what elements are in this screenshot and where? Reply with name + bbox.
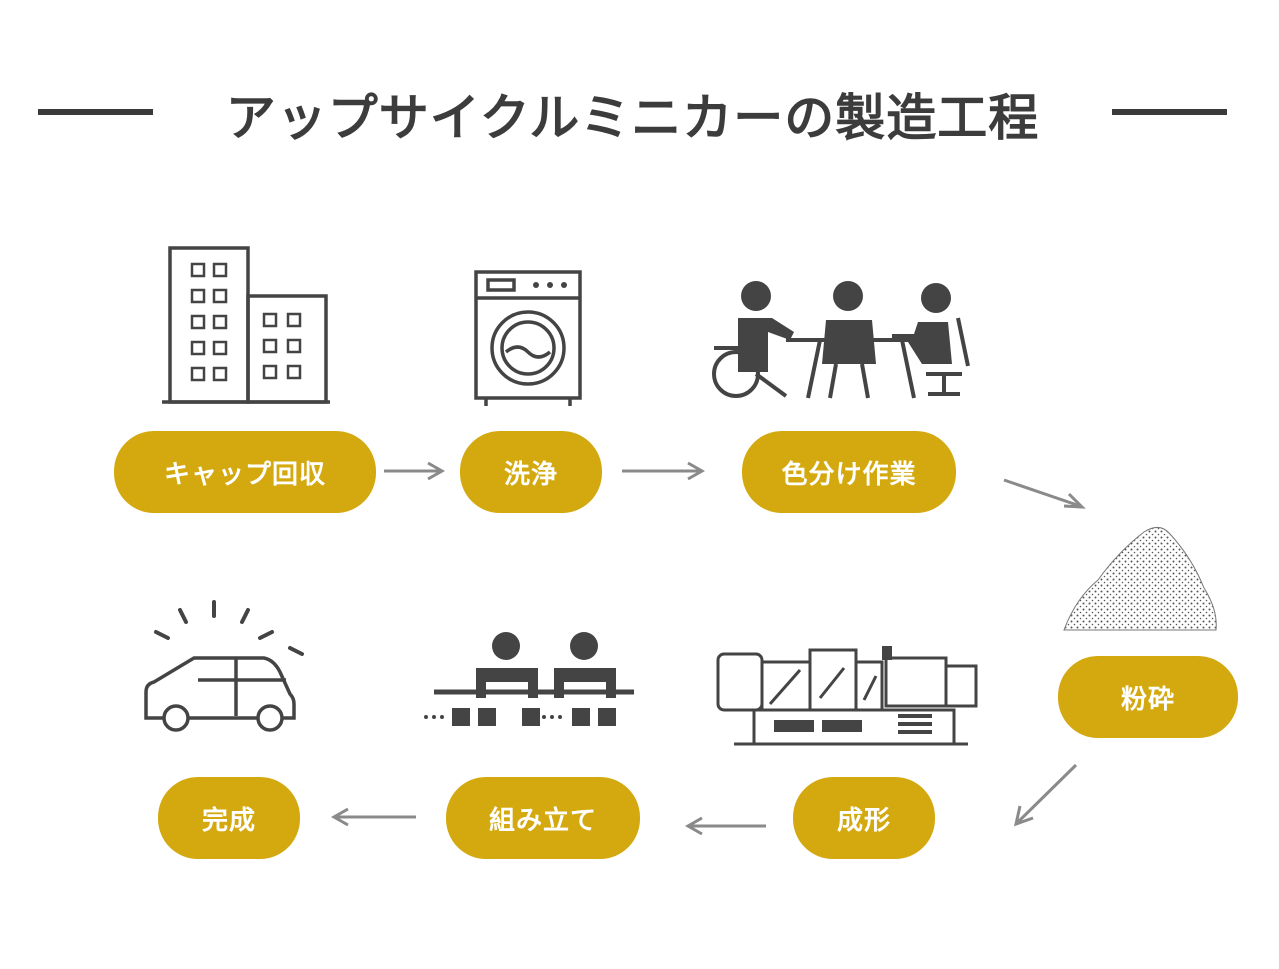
assembly-workers-icon (424, 632, 634, 726)
arrow-icon-1 (384, 461, 446, 481)
title-rule-right (1112, 109, 1227, 115)
page-title: アップサイクルミニカーの製造工程 (225, 89, 1040, 147)
washing-machine-icon (474, 270, 582, 406)
arrow-icon-2 (622, 461, 706, 481)
step-pill-assembly: 組み立て (446, 777, 640, 859)
arrow-icon-6 (330, 807, 416, 827)
step-pill-cap-collection: キャップ回収 (114, 431, 376, 513)
arrow-icon-4 (1013, 763, 1078, 827)
building-icon (162, 246, 330, 404)
step-pill-crushing: 粉砕 (1058, 656, 1238, 738)
car-icon (144, 600, 304, 732)
arrow-icon-3 (1003, 478, 1086, 509)
step-pill-molding: 成形 (793, 777, 935, 859)
step-pill-complete: 完成 (158, 777, 300, 859)
crushed-pile-icon (1063, 527, 1217, 631)
title-rule-left (38, 109, 153, 115)
arrow-icon-5 (684, 816, 766, 836)
molding-machine-icon (716, 646, 978, 746)
step-pill-color-sorting: 色分け作業 (742, 431, 956, 513)
title-bar: アップサイクルミニカーの製造工程 (0, 60, 1279, 160)
workers-at-table-icon (712, 281, 970, 399)
step-pill-washing: 洗浄 (460, 431, 602, 513)
